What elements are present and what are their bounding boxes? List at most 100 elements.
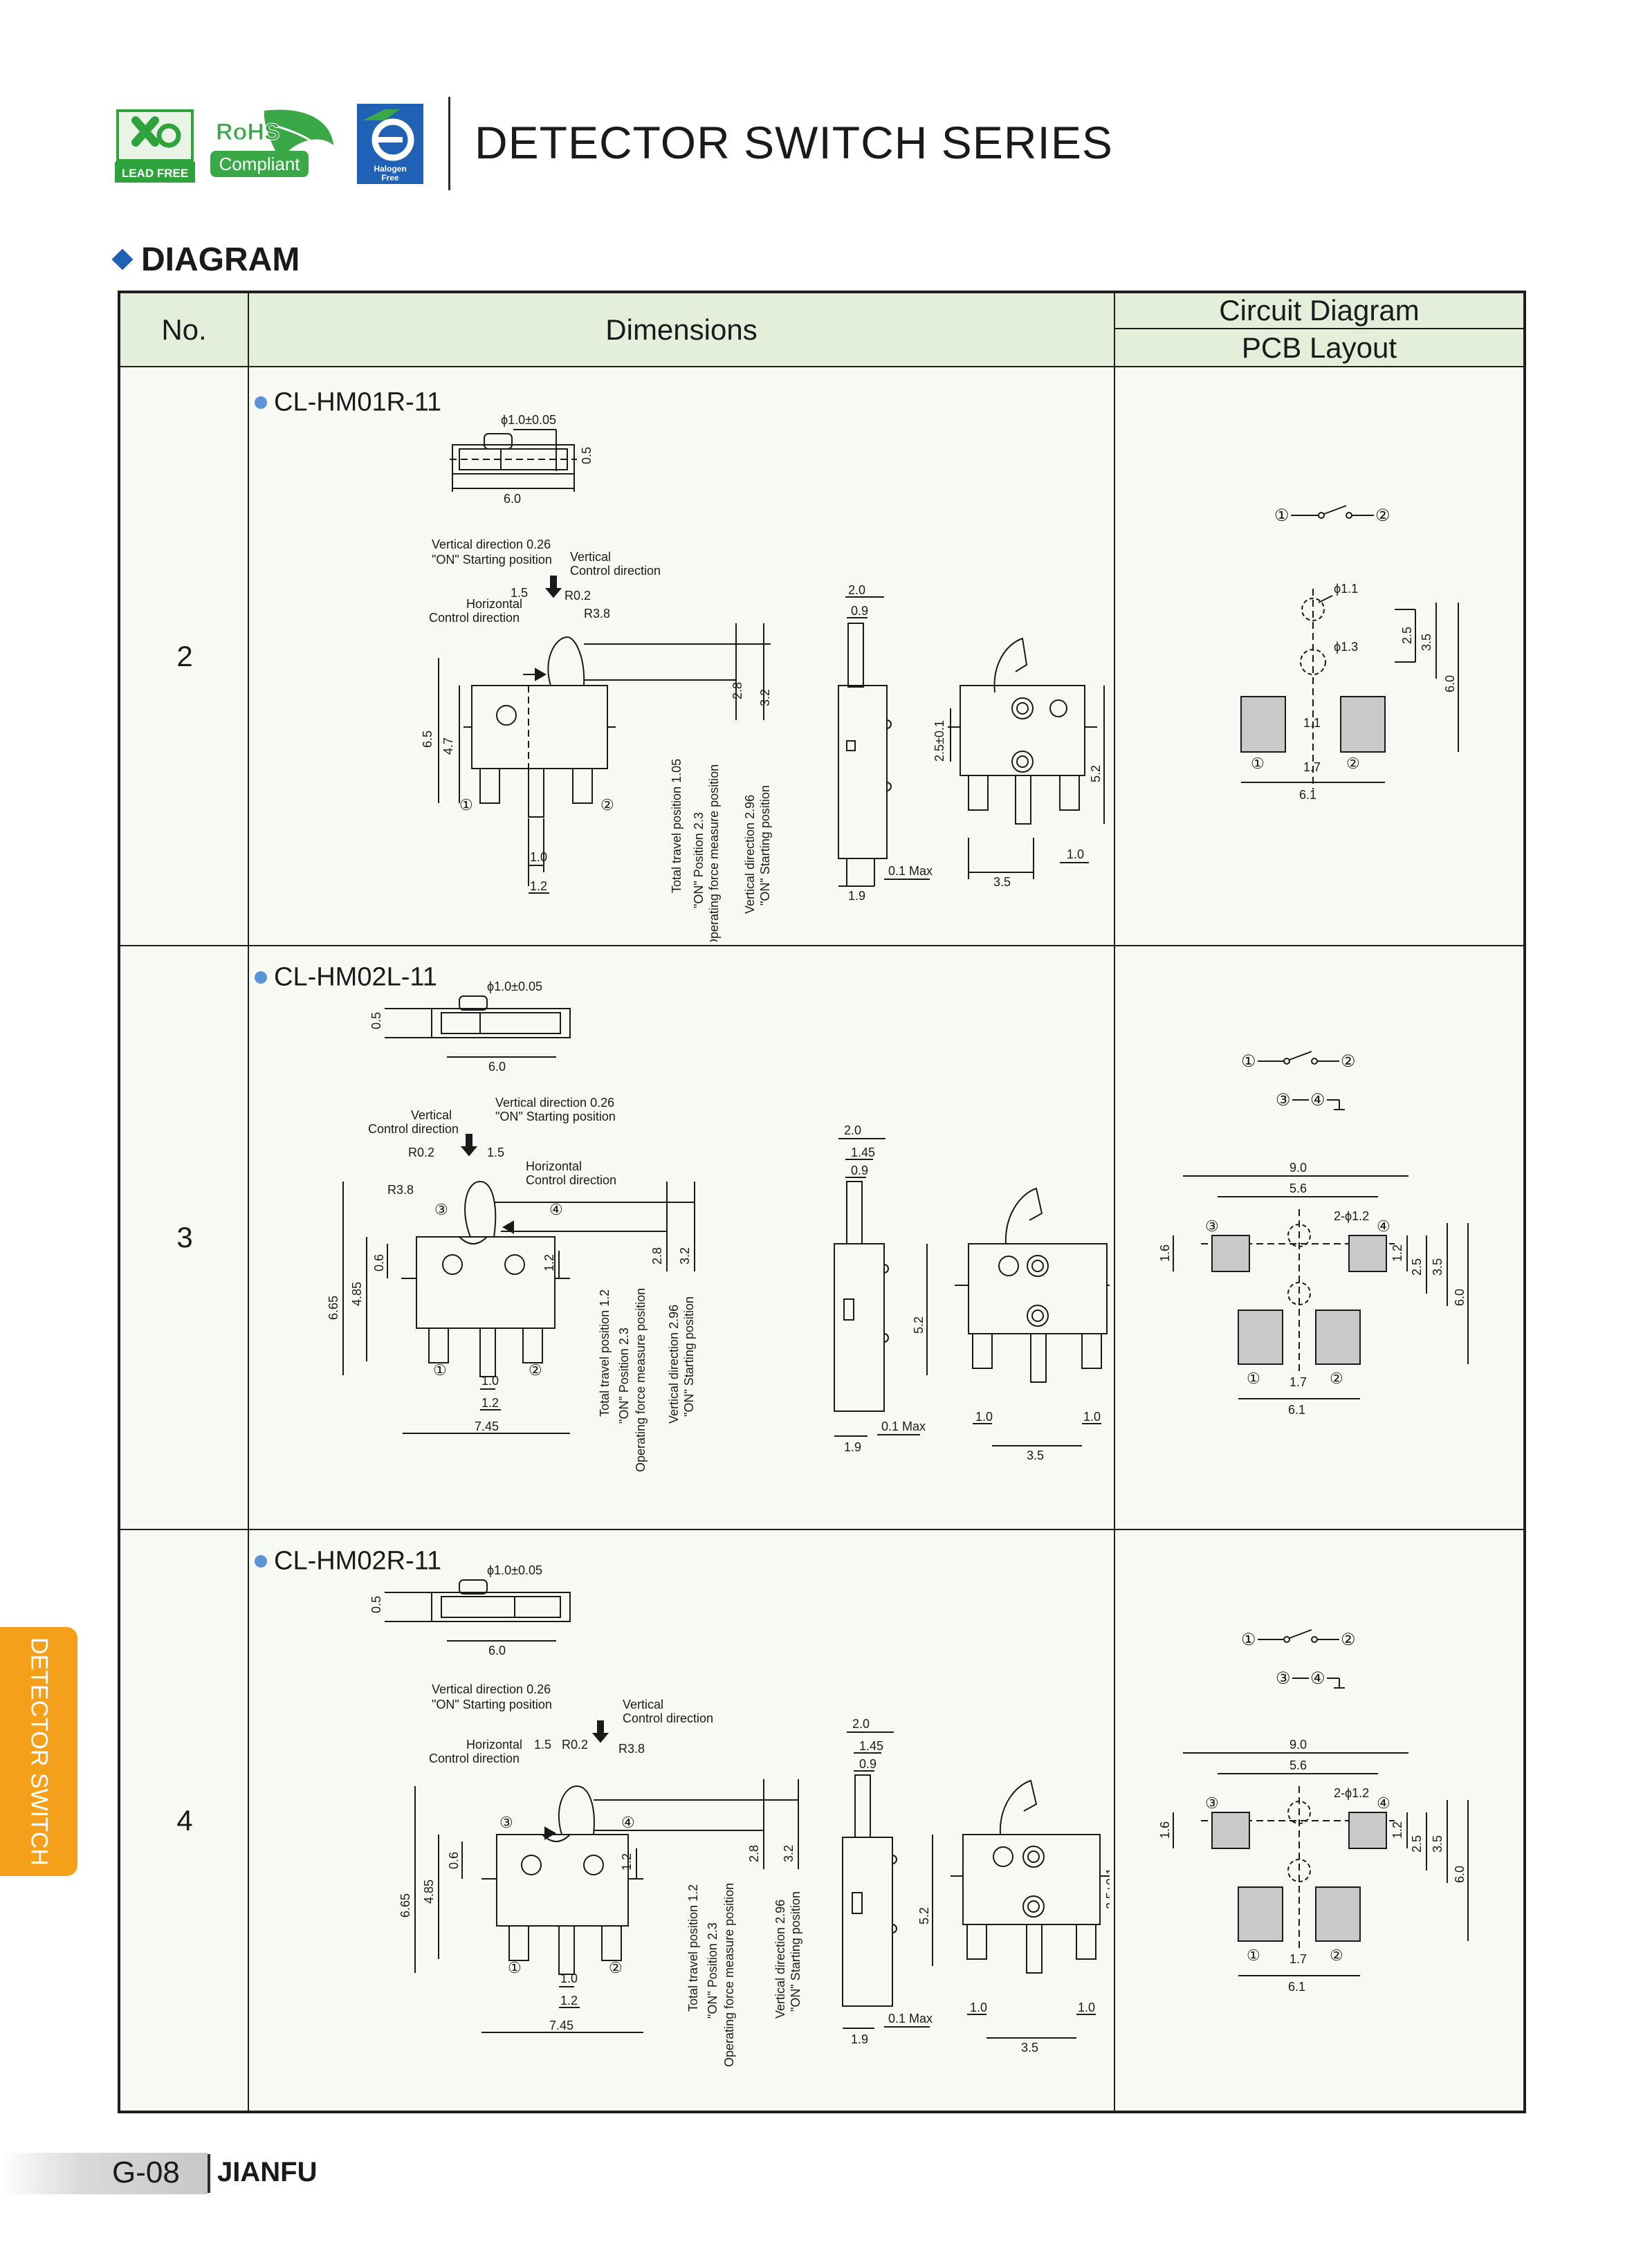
dim-label: "ON" Starting position	[758, 785, 772, 906]
dim-label: Total travel position 1.05	[670, 759, 683, 893]
pin-marker: ③	[434, 1201, 448, 1218]
table-divider	[120, 366, 1523, 367]
pcb-label: 3.5	[1431, 1835, 1444, 1853]
pcb-label: 1.7	[1303, 760, 1321, 774]
dim-label: 1.0	[975, 1410, 993, 1424]
circuit-and-pcb: ① ② ③ ④ 9.0 5.6 2-ϕ1.2 ③ ④ 1.6	[1158, 1051, 1469, 1417]
pcb-label: 2-ϕ1.2	[1334, 1786, 1369, 1800]
dim-label: 1.0	[560, 1972, 578, 1985]
halogen-free-logo: Halogen Free	[357, 104, 423, 184]
dim-label: 2.5±0.1	[933, 720, 946, 762]
dim-label: 1.5	[487, 1146, 504, 1159]
pcb-label: 6.0	[1453, 1289, 1467, 1306]
bullet-icon	[255, 1554, 267, 1568]
pcb-pin: ①	[1247, 1947, 1260, 1964]
dim-label: 0.1 Max	[888, 2012, 933, 2025]
dim-label: 4.7	[441, 737, 455, 755]
dim-label: 3.2	[782, 1845, 796, 1862]
table-row: 3 CL-HM02L-11 ϕ1.0±0.05 0.5 6.0 Vertical…	[120, 946, 1523, 1529]
pin-marker: ②	[609, 1959, 623, 1976]
dim-label: "ON" Starting position	[789, 1891, 802, 2012]
dim-label: "ON" Position 2.3	[617, 1327, 631, 1424]
pin-marker: ①	[459, 796, 473, 814]
dim-label: Control direction	[368, 1122, 459, 1136]
pcb-pin: ②	[1330, 1370, 1343, 1387]
dim-label: 7.45	[549, 2019, 573, 2032]
pin-marker: ①	[433, 1361, 447, 1379]
pcb-pin: ③	[1205, 1794, 1219, 1812]
dim-label: 4.85	[422, 1880, 436, 1904]
dim-label: Control direction	[570, 564, 661, 578]
dim-label: Operating force measure position	[707, 764, 721, 941]
pcb-pin: ④	[1377, 1218, 1391, 1235]
pcb-pin: ②	[1330, 1947, 1343, 1964]
pcb-label: 1.7	[1290, 1375, 1307, 1389]
pin-marker: ④	[549, 1201, 563, 1218]
lead-free-text: LEAD FREE	[122, 167, 188, 180]
dim-label: Total travel position 1.2	[598, 1289, 612, 1417]
halogen-text: Halogen	[374, 164, 406, 174]
pcb-label: 5.6	[1290, 1758, 1307, 1772]
dim-label: 2.0	[848, 583, 865, 597]
dim-label: 1.2	[620, 1853, 634, 1871]
dim-label: "ON" Starting position	[495, 1110, 616, 1123]
dim-label: 5.2	[917, 1907, 931, 1924]
dim-label: R0.2	[562, 1738, 588, 1752]
table-divider	[248, 293, 249, 2111]
dim-label: 3.5	[1021, 2041, 1038, 2055]
dim-label: 0.9	[851, 604, 868, 618]
page-title: DETECTOR SWITCH SERIES	[475, 117, 1113, 168]
dim-label: Control direction	[526, 1173, 616, 1187]
dim-label: Control direction	[429, 1752, 520, 1765]
dim-label: 2.0	[852, 1717, 870, 1731]
dim-label: 1.0	[1083, 1410, 1101, 1424]
dim-label: 5.2	[912, 1316, 926, 1334]
pcb-label: 6.0	[1443, 675, 1457, 692]
circuit-pin: ③	[1276, 1669, 1291, 1688]
circuit-pin: ②	[1375, 506, 1391, 525]
circuit-and-pcb: ① ② ③ ④ 9.0 5.6 2-ϕ1.2 ③ ④ 1.6	[1158, 1629, 1469, 1994]
dim-label: Operating force measure position	[634, 1288, 648, 1472]
dim-label: 2.0	[844, 1123, 861, 1137]
dimension-drawing: ϕ1.0±0.05 0.5 6.0 Vertical direction 0.2…	[327, 980, 1110, 1472]
dim-label: Horizontal	[466, 597, 522, 611]
footer-bar	[0, 2153, 208, 2194]
table-row: 2 CL-HM01R-11 ϕ1.0±0.05 6.0 0.5 Vertical…	[120, 367, 1523, 945]
dim-label: 1.0	[970, 2001, 987, 2014]
dim-label: 1.2	[481, 1396, 499, 1410]
dim-label: R3.8	[584, 607, 610, 621]
pcb-label: 6.1	[1288, 1980, 1305, 1994]
certification-logos: LEAD FREE RoHS Compliant Halogen Free	[115, 104, 426, 187]
model-label: CL-HM02R-11	[274, 1546, 442, 1576]
model-name: CL-HM02L-11	[255, 962, 437, 992]
rohs-text: RoHS	[216, 119, 280, 145]
lead-free-logo: LEAD FREE	[115, 108, 195, 183]
dim-label: 6.0	[488, 1644, 506, 1657]
pin-marker: ②	[600, 796, 614, 814]
row-number: 2	[176, 639, 193, 672]
dim-label: 0.1 Max	[881, 1419, 926, 1433]
bullet-icon	[255, 971, 267, 984]
pcb-pin: ①	[1251, 755, 1265, 772]
dim-label: 1.5	[511, 586, 528, 600]
pcb-label: 3.5	[1420, 634, 1433, 651]
diamond-bullet-icon	[111, 248, 134, 270]
pcb-label: 6.1	[1288, 1403, 1305, 1417]
dim-label: 1.5	[534, 1738, 551, 1752]
dim-label: Vertical direction 0.26	[432, 537, 551, 551]
dim-label: 1.2	[560, 1994, 578, 2007]
dim-label: ϕ1.0±0.05	[487, 1563, 542, 1577]
dim-label: 2.8	[747, 1845, 761, 1862]
dim-label: Vertical direction 0.26	[432, 1682, 551, 1696]
dim-label: 1.9	[851, 2032, 868, 2046]
dim-label: 1.0	[530, 850, 547, 864]
pcb-pin: ①	[1247, 1370, 1260, 1387]
pcb-label: 1.2	[1391, 1244, 1404, 1262]
pcb-label: 6.1	[1299, 788, 1316, 802]
dim-label: ϕ1.0±0.05	[487, 980, 542, 993]
dim-label: 1.2	[530, 879, 547, 893]
side-tab-label: DETECTOR SWITCH	[26, 1637, 53, 1866]
table-divider	[120, 945, 1523, 946]
dim-label: Vertical direction 2.96	[773, 1900, 787, 2019]
circuit-pin: ①	[1241, 1630, 1256, 1649]
